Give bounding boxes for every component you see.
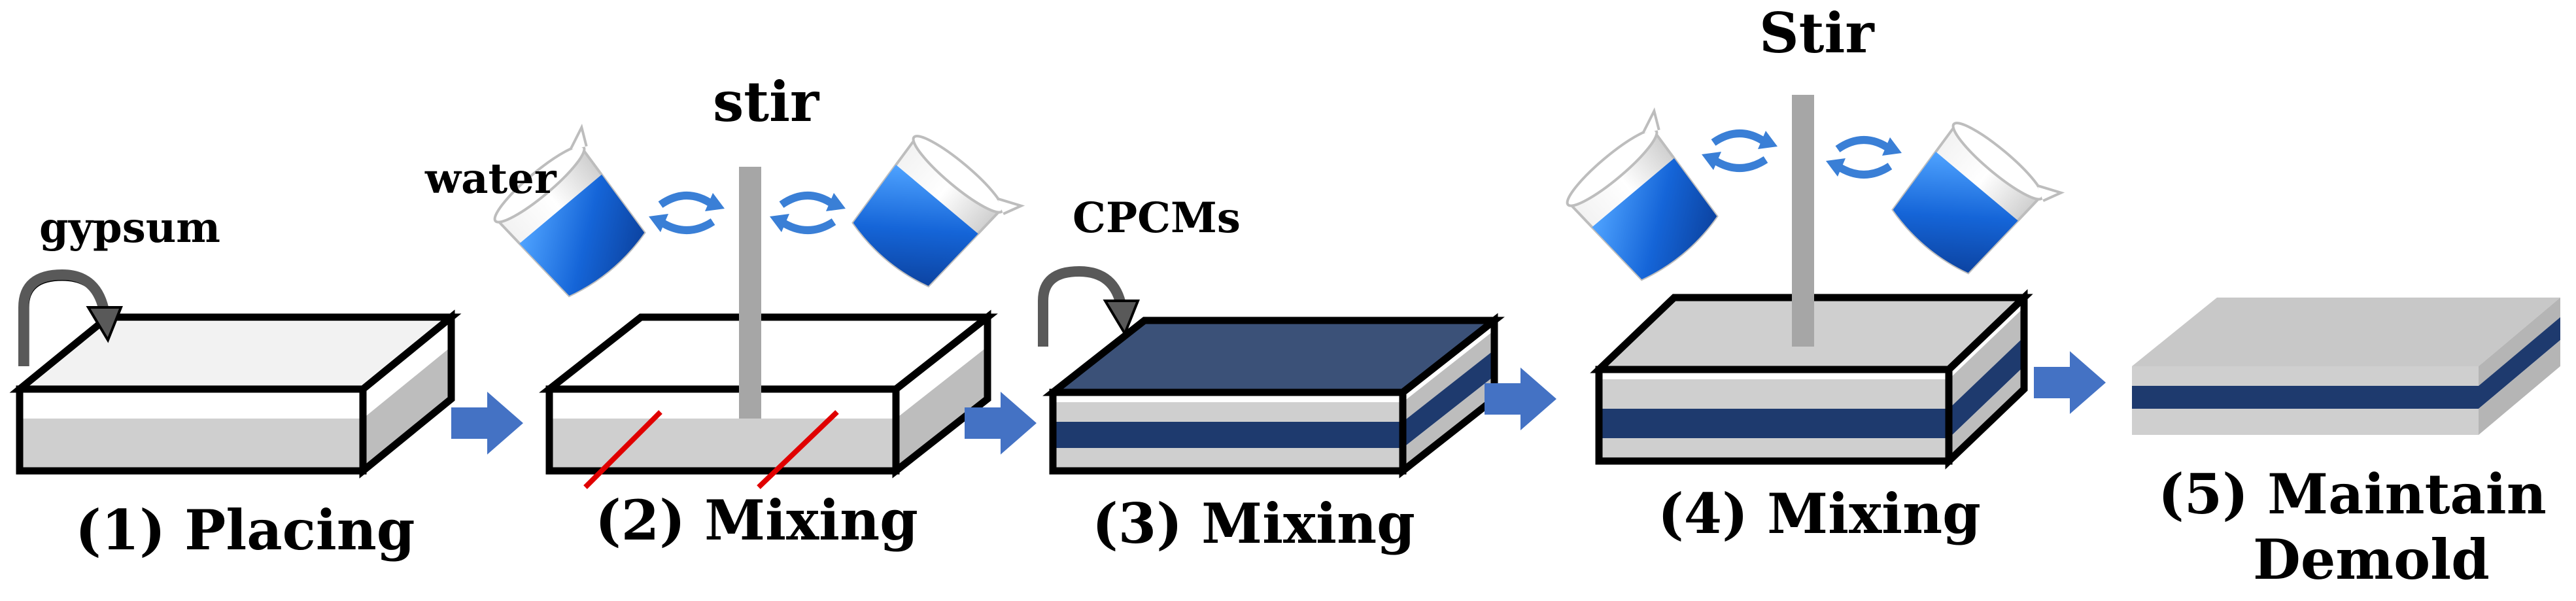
- stir-rod: [1792, 95, 1814, 347]
- step-4-caption: (4) Mixing: [1658, 481, 1981, 546]
- arrow-right-icon: [451, 392, 523, 455]
- rotation-arrow-icon: [770, 193, 846, 232]
- step-5-caption-line2: Demold: [2253, 527, 2490, 592]
- cpcms-label: CPCMs: [1073, 194, 1241, 243]
- red-mark-right: [757, 410, 839, 489]
- rotate-icon: [1038, 266, 1140, 347]
- step-3-box: [1042, 313, 1505, 479]
- red-mark-left: [583, 410, 662, 489]
- step-1-caption: (1) Placing: [75, 498, 415, 562]
- step-3-caption: (3) Mixing: [1092, 491, 1415, 556]
- step-5-board: [2132, 298, 2560, 435]
- gypsum-label: gypsum: [39, 203, 220, 252]
- arrow-right-icon: [2034, 351, 2106, 414]
- rotation-arrow-icon: [1702, 131, 1777, 170]
- step-1-box: [9, 309, 462, 479]
- beaker-icon: [841, 123, 1023, 305]
- step-2-caption: (2) Mixing: [595, 488, 918, 553]
- beaker-icon: [1881, 110, 2063, 292]
- water-label: water: [424, 154, 557, 203]
- step-2-box: [539, 309, 998, 479]
- stir-rod: [739, 167, 761, 419]
- step-5-caption-line1: (5) Maintain: [2158, 462, 2547, 526]
- stir-label: stir: [713, 69, 820, 134]
- beaker-icon: [1556, 109, 1738, 292]
- stir-label: Stir: [1759, 1, 1875, 65]
- rotation-arrow-icon: [649, 193, 725, 232]
- rotation-arrow-icon: [1826, 137, 1902, 177]
- rotate-icon: [18, 269, 123, 366]
